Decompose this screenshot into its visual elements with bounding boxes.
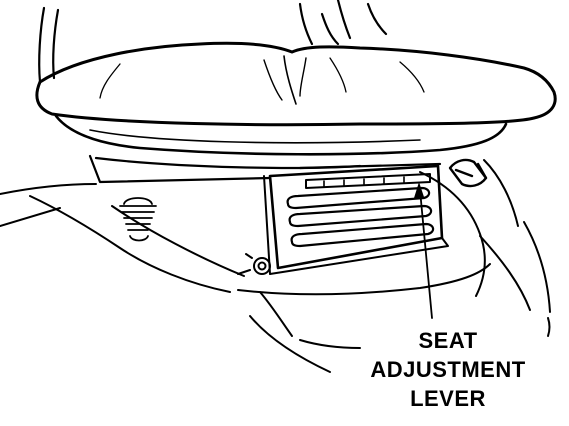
callout-line-seat: SEAT [418, 328, 478, 353]
lever [448, 158, 488, 188]
floor-outline [0, 159, 551, 373]
callout-leader [414, 182, 433, 319]
mount-spring [119, 197, 157, 242]
callout-label: SEAT ADJUSTMENT LEVER [330, 326, 566, 413]
adjustment-panel [263, 164, 449, 275]
bolt [237, 253, 271, 275]
callout-line-adjustment: ADJUSTMENT [370, 357, 526, 382]
seat-back [38, 0, 388, 84]
seat-pan [88, 154, 442, 184]
callout-line-lever: LEVER [410, 386, 486, 411]
seat-cushion [35, 41, 557, 156]
